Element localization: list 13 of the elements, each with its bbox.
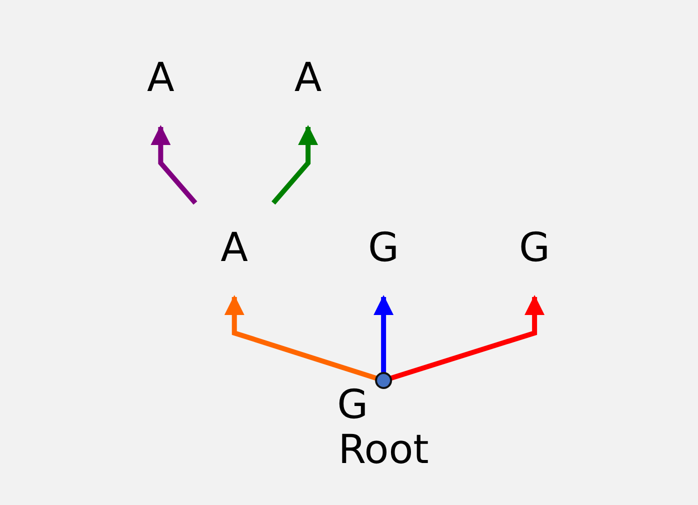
- node-caption: Root: [338, 426, 430, 473]
- root-circle: [376, 372, 393, 389]
- node-label: A: [221, 224, 249, 271]
- arrow: [272, 124, 319, 204]
- arrow: [151, 124, 198, 204]
- node-label: G: [520, 224, 551, 271]
- node-caption: G: [338, 382, 369, 428]
- node-label: G: [368, 224, 400, 271]
- arrow: [390, 294, 546, 380]
- arrow: [224, 294, 378, 380]
- node-label: A: [147, 54, 175, 101]
- node-label: A: [294, 54, 322, 101]
- arrow: [374, 294, 394, 373]
